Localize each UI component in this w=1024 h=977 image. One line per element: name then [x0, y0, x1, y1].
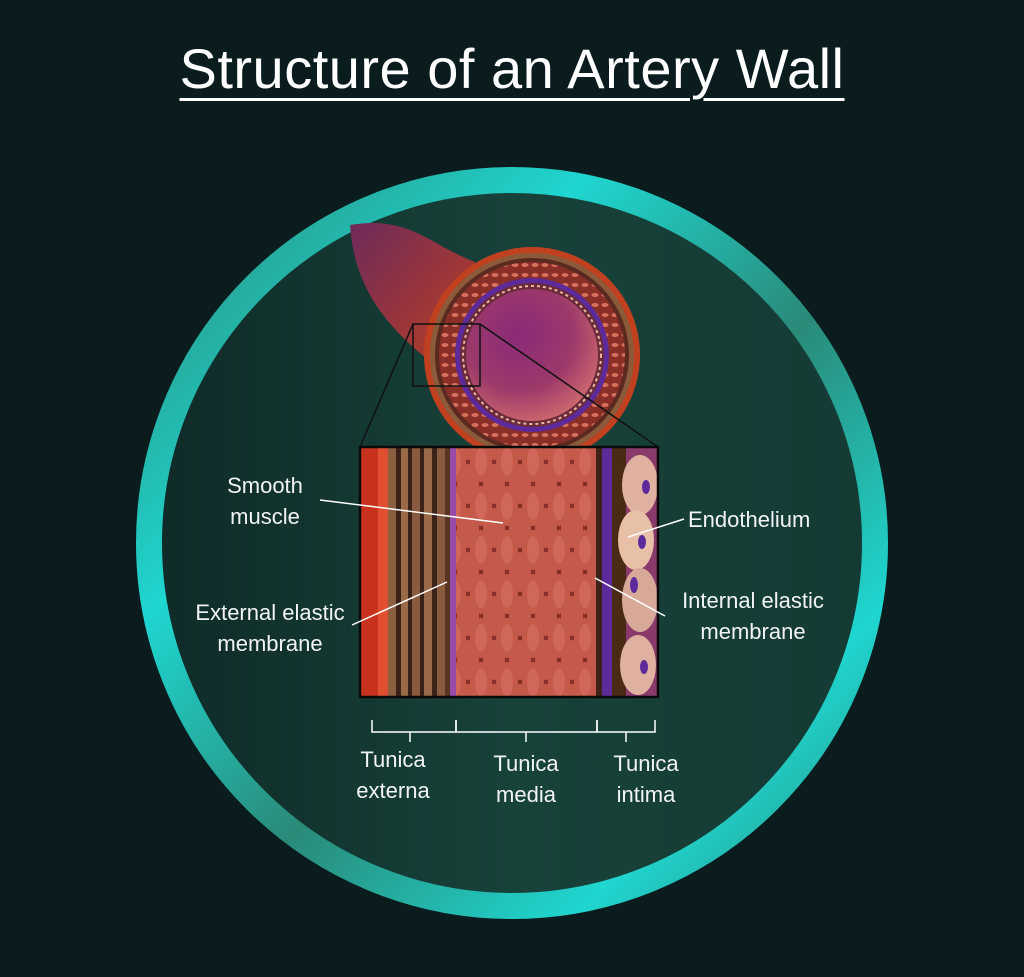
lumen	[466, 289, 598, 421]
label-tunica-externa: Tunica externa	[356, 747, 430, 803]
layer-brackets	[371, 720, 656, 742]
leader-endothelium	[627, 518, 685, 538]
circle-ring	[136, 167, 888, 919]
label-endothelium: Endothelium	[688, 507, 811, 532]
endothelial-cell	[622, 455, 658, 515]
endothelial-cell	[622, 568, 658, 632]
inset-detail	[360, 447, 658, 697]
label-tunica-media: Tunica media	[493, 751, 559, 807]
smooth-muscle-layer	[456, 447, 596, 697]
zoom-box	[412, 323, 481, 387]
endothelial-cell	[620, 635, 656, 695]
internal-elastic-layer	[602, 447, 612, 697]
page-title: Structure of an Artery Wall	[179, 37, 845, 100]
leader-internal-elastic	[594, 577, 666, 617]
label-smooth-muscle: Smooth muscle	[227, 473, 303, 529]
label-internal-elastic-membrane: Internal elastic membrane	[682, 588, 824, 644]
artery-cross-section	[424, 247, 640, 463]
label-tunica-intima: Tunica intima	[613, 751, 679, 807]
label-external-elastic-membrane: External elastic membrane	[195, 600, 345, 656]
leader-external-elastic	[351, 581, 448, 626]
leader-smooth-muscle	[319, 499, 504, 524]
endothelial-cell	[618, 510, 654, 570]
inset-frame	[358, 445, 660, 699]
